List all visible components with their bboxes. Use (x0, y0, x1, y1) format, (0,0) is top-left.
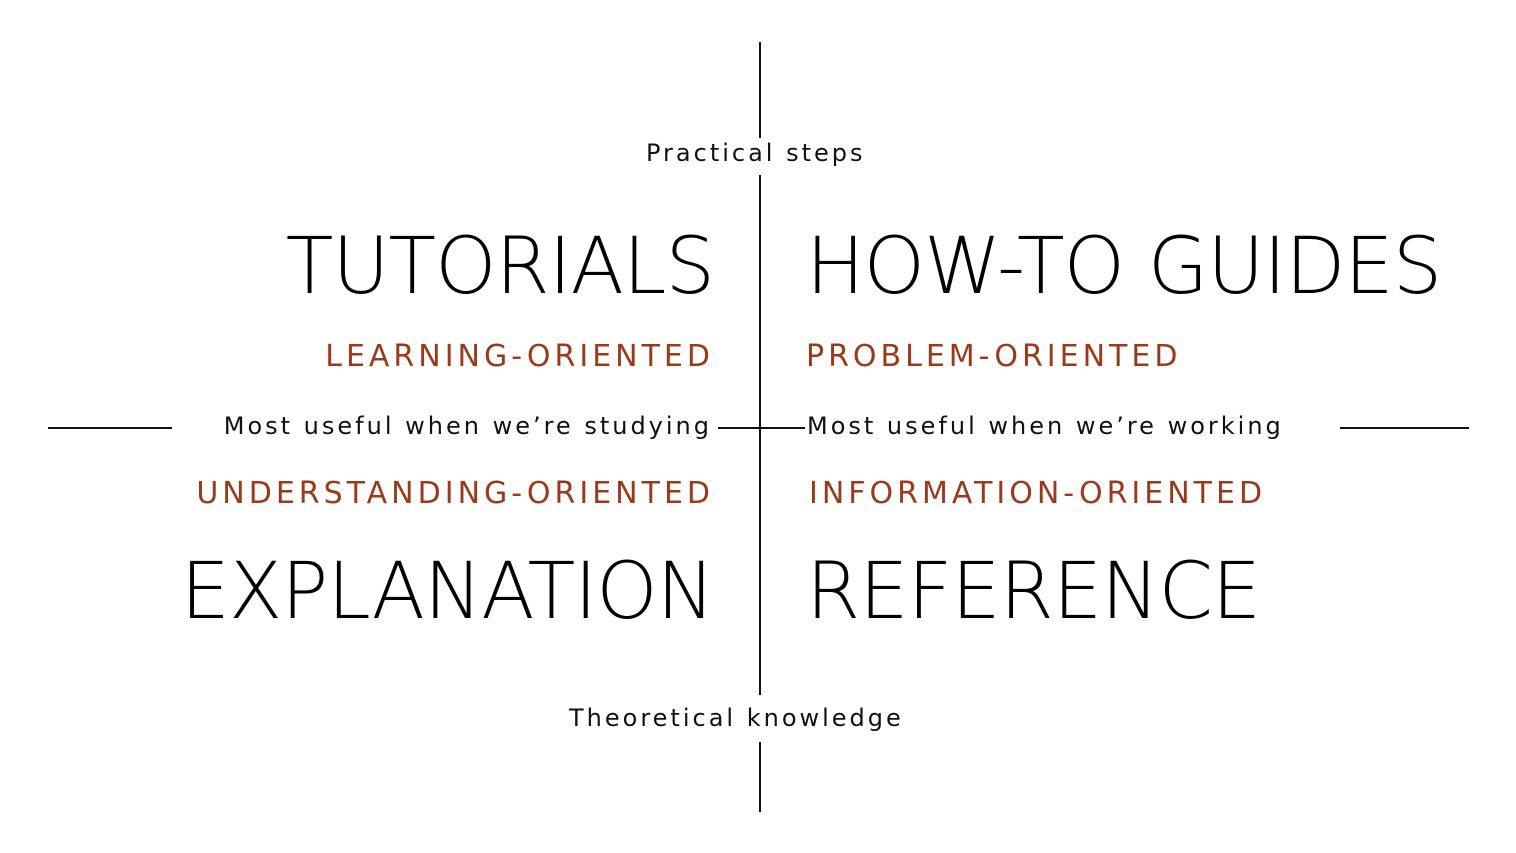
vertical-axis-bottom (759, 742, 761, 812)
axis-label-top: Practical steps (646, 141, 886, 165)
quadrant-title-how-to-guides: HOW-TO GUIDES (806, 222, 1442, 312)
quadrant-title-tutorials: TUTORIALS (285, 222, 715, 312)
axis-label-left: Most useful when we’re studying (172, 414, 712, 438)
quadrant-orientation-problem: PROBLEM-ORIENTED (806, 339, 1182, 374)
quadrant-title-explanation: EXPLANATION (180, 547, 715, 637)
vertical-axis-middle (759, 175, 761, 695)
axis-label-bottom: Theoretical knowledge (569, 706, 939, 730)
horizontal-axis-center (718, 427, 805, 429)
axis-label-right: Most useful when we’re working (807, 414, 1337, 438)
quadrant-title-reference: REFERENCE (806, 547, 1261, 637)
horizontal-axis-right (1340, 427, 1469, 429)
horizontal-axis-left (48, 427, 172, 429)
quadrant-orientation-learning: LEARNING-ORIENTED (325, 339, 714, 374)
quadrant-orientation-information: INFORMATION-ORIENTED (809, 476, 1267, 511)
quadrant-orientation-understanding: UNDERSTANDING-ORIENTED (196, 476, 714, 511)
vertical-axis-top (759, 42, 761, 138)
